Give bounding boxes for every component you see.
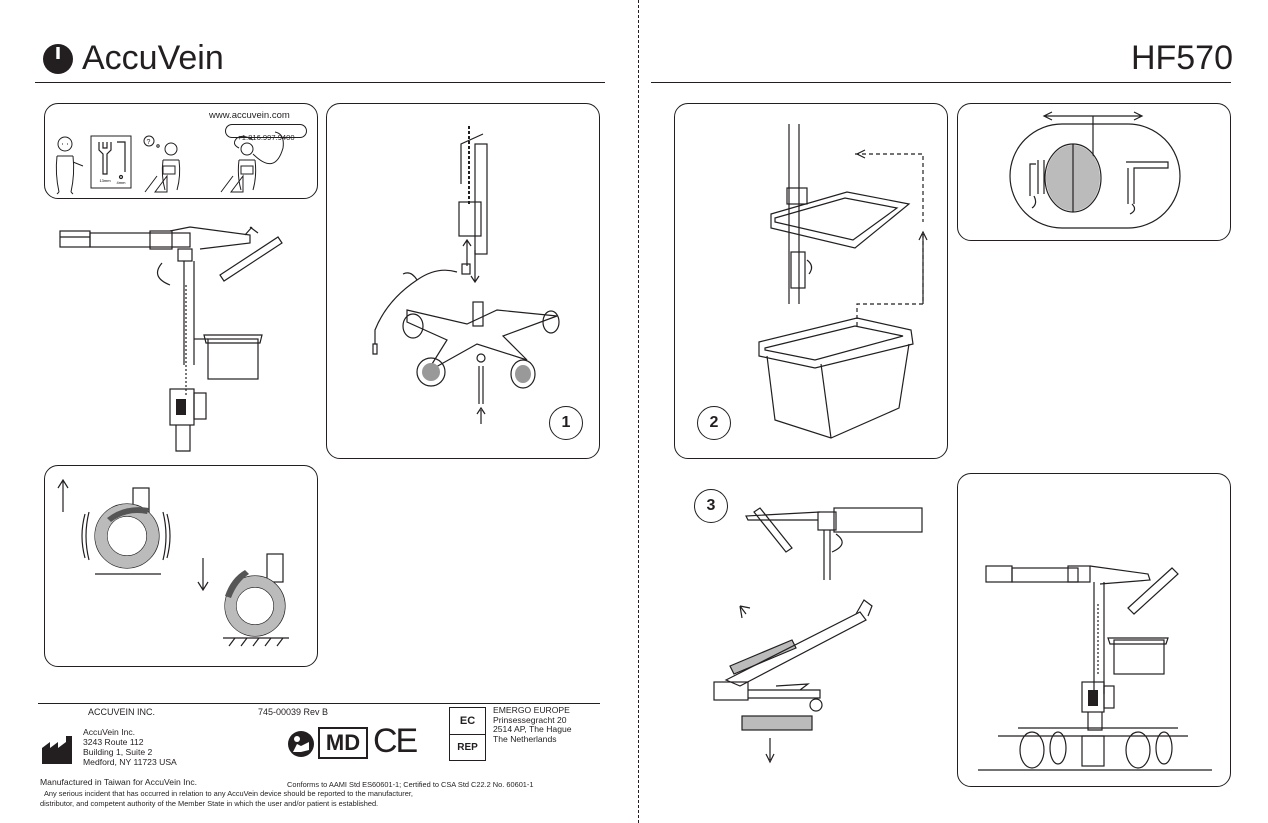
ec-rep-symbol: EC REP [449,707,486,761]
md-symbol: MD [318,727,368,759]
assembly-help-illustration: 13mm 4mm ? [55,131,284,195]
conformity-statement: Conforms to AAMI Std ES60601-1; Certifie… [287,780,534,789]
address-line-1: AccuVein Inc. [83,727,136,737]
rep-label: REP [457,742,478,753]
accuvein-logo-icon [43,44,73,74]
rep-line-2: Prinsessegracht 20 [493,714,567,725]
address-line-3: Building 1, Suite 2 [83,747,153,757]
md-label: MD [325,730,361,755]
base-assembly-drawing [372,126,560,424]
document-number: 745-00039 Rev B [258,707,329,717]
incident-line-2: distributor, and competent authority of … [40,799,379,808]
step-1-panel: 1 [326,103,600,459]
manufacturer-icon [42,736,72,764]
manufactured-statement: Manufactured in Taiwan for AccuVein Inc. [40,777,198,787]
ce-mark: CE [373,722,418,760]
consult-instructions-icon [288,731,314,757]
header-rule-left [35,82,605,83]
caster-lock-drawing [57,478,289,647]
address-line-2: 3243 Route 112 [83,737,144,747]
fold-line [638,0,639,823]
footer-rule [38,703,600,704]
handle-adjust-drawing [1009,111,1181,229]
caster-lock-panel [44,465,318,667]
step-2-panel: 2 [674,103,948,459]
phone-badge: +1.816.997.9400 [225,124,307,142]
rep-line-3: 2514 AP, The Hague [493,724,572,734]
step-1-badge: 1 [549,406,583,440]
handle-adjust-panel [957,103,1231,241]
header-rule-right [651,82,1231,83]
cart-overview-drawing [59,226,283,452]
incident-line-1: Any serious incident that has occurred i… [44,789,413,798]
contact-panel: www.accuvein.com +1.816.997.9400 13mm 4m… [44,103,318,199]
rep-line-4: The Netherlands [493,733,557,744]
rep-line-1: EMERGO EUROPE [493,705,570,715]
arm-mount-drawing [713,507,923,764]
svg-text:?: ? [147,139,151,146]
manufacturer-address: AccuVein Inc. 3243 Route 112 Building 1,… [83,727,177,767]
model-number: HF570 [1130,39,1233,77]
brand-name: AccuVein [82,39,224,77]
hex-size-label: 4mm [117,180,127,185]
phone-number: +1.816.997.9400 [237,133,295,142]
final-cart-drawing [978,565,1212,771]
step-2-badge: 2 [697,406,731,440]
address-line-4: Medford, NY 11723 USA [83,757,177,767]
ec-label: EC [450,708,485,735]
wrench-size-label: 13mm [99,178,111,183]
final-assembly-panel [957,473,1231,787]
eu-representative: EMERGO EUROPE Prinsessegracht 20 2514 AP… [493,705,572,744]
website-link: www.accuvein.com [209,110,290,121]
company-name: ACCUVEIN INC. [88,707,156,717]
basket-assembly-drawing [758,124,928,439]
step-3-badge: 3 [694,489,728,523]
